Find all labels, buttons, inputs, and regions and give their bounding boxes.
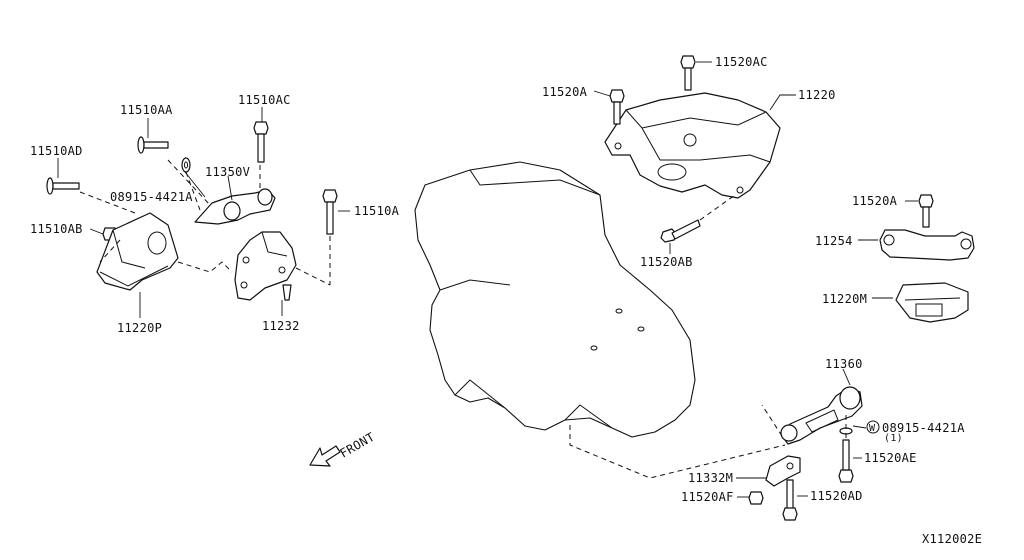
assembly-lines-top-right — [699, 194, 736, 221]
label-11520AD: 11520AD — [810, 489, 863, 503]
label-11510AB: 11510AB — [30, 222, 83, 236]
front-label: FRONT — [338, 430, 378, 461]
label-11232: 11232 — [262, 319, 300, 333]
label-11510AC: 11510AC — [238, 93, 291, 107]
bolt-11510AA — [137, 136, 169, 154]
bracket-11254 — [879, 229, 975, 261]
bolt-11520AF — [748, 491, 764, 505]
label-08915-4421A-right: 08915-4421A — [882, 421, 965, 435]
label-11510A: 11510A — [354, 204, 400, 218]
washer-08915-left — [181, 157, 191, 173]
label-11350V: 11350V — [205, 165, 250, 179]
label-11520AF: 11520AF — [681, 490, 734, 504]
assembly-lines-bottom-right — [569, 404, 847, 479]
label-11360: 11360 — [825, 357, 863, 371]
diagram-code: X112002E — [922, 532, 982, 546]
bolt-11520A-top — [609, 89, 625, 125]
bolt-11520AC — [680, 55, 696, 91]
label-11510AD: 11510AD — [30, 144, 83, 158]
label-quantity-1: (1) — [884, 433, 903, 444]
mount-11220P — [96, 212, 179, 291]
label-11520AC: 11520AC — [715, 55, 768, 69]
w-symbol-letter: W — [869, 423, 876, 434]
front-arrow — [309, 445, 341, 467]
label-11510AA: 11510AA — [120, 103, 173, 117]
label-11520AE: 11520AE — [864, 451, 917, 465]
label-11332M: 11332M — [688, 471, 733, 485]
label-11220P: 11220P — [117, 321, 162, 335]
torque-rod-11360 — [780, 386, 863, 445]
insulator-11350V — [194, 188, 276, 225]
bolt-11520AB — [660, 219, 701, 243]
bolt-11510AC — [253, 121, 269, 163]
bracket-11232 — [234, 231, 297, 301]
bracket-11332M — [765, 455, 801, 487]
label-11220: 11220 — [798, 88, 836, 102]
label-11520A-top: 11520A — [542, 85, 588, 99]
bolt-11510A-left — [322, 189, 338, 235]
label-11520AB: 11520AB — [640, 255, 693, 269]
label-08915-4421A-left: 08915-4421A — [110, 190, 193, 204]
engine-block — [414, 161, 696, 438]
bolt-11510AD — [46, 177, 80, 195]
bolt-11520A-right — [918, 194, 934, 228]
label-11220M: 11220M — [822, 292, 867, 306]
mount-11220M — [895, 282, 969, 323]
label-11520A-right: 11520A — [852, 194, 898, 208]
label-11254: 11254 — [815, 234, 853, 248]
assembly-lines-left — [79, 159, 331, 286]
mount-11220 — [604, 92, 781, 199]
bolt-11520AE — [838, 439, 854, 483]
leader-lines — [57, 61, 918, 498]
w-symbol: W — [866, 420, 880, 434]
bolt-11520AD — [782, 479, 798, 521]
